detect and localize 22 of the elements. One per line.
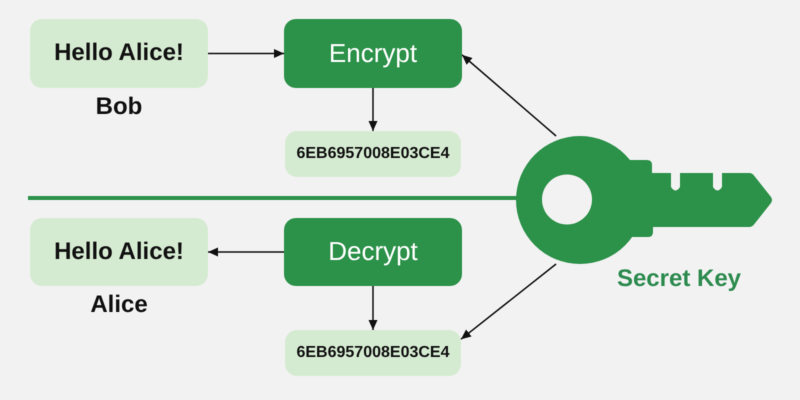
- process-box: [284, 19, 462, 88]
- arrow: [460, 263, 557, 340]
- key-caption: Secret Key: [616, 265, 742, 294]
- node-label: Hello Alice!: [54, 39, 184, 68]
- key-icon: [516, 136, 773, 264]
- arrow: [368, 88, 378, 131]
- name-label: Bob: [94, 93, 144, 122]
- arrow: [208, 49, 284, 58]
- arrow: [368, 286, 378, 330]
- node-label: Encrypt: [328, 38, 418, 70]
- process-box: [284, 218, 462, 286]
- node-label: Decrypt: [328, 236, 418, 268]
- ciphertext-box: [285, 131, 461, 177]
- message-box: [30, 19, 208, 88]
- arrow: [462, 54, 557, 137]
- node-label: Hello Alice!: [54, 238, 184, 266]
- ciphertext-box: [285, 330, 461, 376]
- node-label: 6EB6957008E03CE4: [296, 144, 450, 164]
- message-box: [30, 218, 208, 286]
- name-label: Alice: [89, 291, 149, 320]
- node-label: 6EB6957008E03CE4: [296, 343, 450, 363]
- arrow: [208, 248, 284, 256]
